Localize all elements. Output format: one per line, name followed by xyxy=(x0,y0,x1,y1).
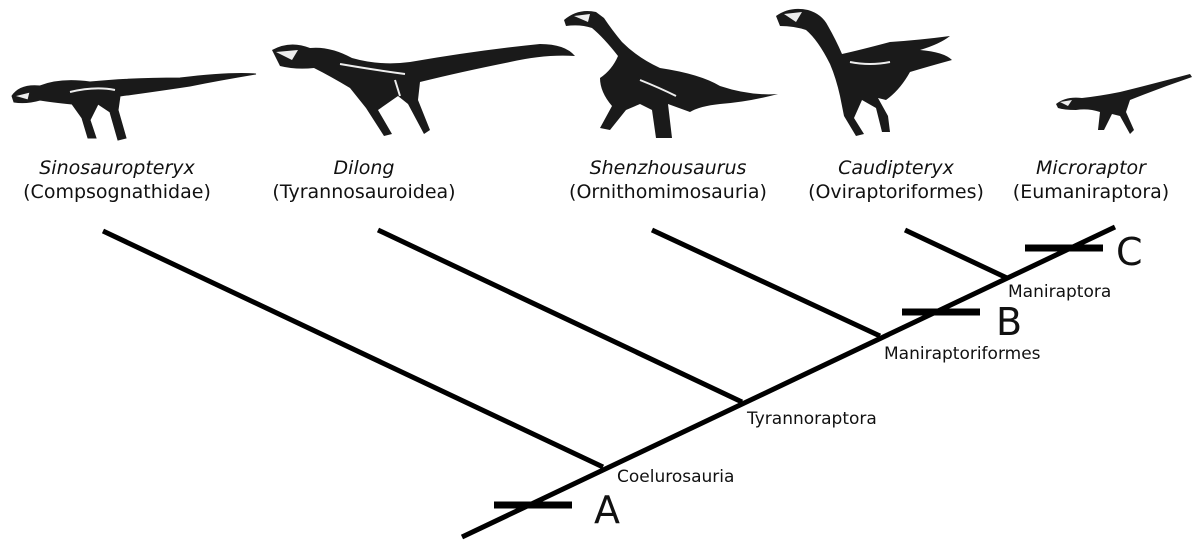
main-stem-line xyxy=(462,227,1115,537)
taxon-group: (Ornithomimosauria) xyxy=(548,180,788,204)
branch-caudipteryx xyxy=(905,230,1007,278)
taxon-group: (Compsognathidae) xyxy=(0,180,237,204)
taxon-group: (Tyrannosauroidea) xyxy=(244,180,484,204)
taxon-microraptor: Microraptor (Eumaniraptora) xyxy=(986,156,1196,204)
node-label-maniraptoriformes: Maniraptoriformes xyxy=(884,344,1041,364)
taxon-sinosauropteryx: Sinosauropteryx (Compsognathidae) xyxy=(0,156,237,204)
caudipteryx-silhouette xyxy=(776,9,952,136)
taxon-group: (Oviraptoriformes) xyxy=(776,180,1016,204)
taxon-dilong: Dilong (Tyrannosauroidea) xyxy=(244,156,484,204)
sinosauropteryx-silhouette xyxy=(12,74,256,141)
node-label-coelurosauria: Coelurosauria xyxy=(617,467,734,487)
marker-a-label: A xyxy=(594,490,620,530)
node-label-maniraptora: Maniraptora xyxy=(1008,282,1111,302)
taxon-genus: Shenzhousaurus xyxy=(548,156,788,180)
shenzhousaurus-silhouette xyxy=(564,11,778,138)
microraptor-silhouette xyxy=(1056,74,1192,134)
taxon-genus: Dilong xyxy=(244,156,484,180)
branch-shenzhousaurus xyxy=(652,230,880,336)
taxon-group: (Eumaniraptora) xyxy=(986,180,1196,204)
branch-sinosauropteryx xyxy=(103,231,603,467)
taxon-genus: Microraptor xyxy=(986,156,1196,180)
taxon-genus: Sinosauropteryx xyxy=(0,156,237,180)
marker-c-label: C xyxy=(1116,232,1143,272)
taxon-caudipteryx: Caudipteryx (Oviraptoriformes) xyxy=(776,156,1016,204)
marker-b-label: B xyxy=(996,302,1022,342)
taxon-genus: Caudipteryx xyxy=(776,156,1016,180)
dilong-silhouette xyxy=(272,44,575,136)
taxon-shenzhousaurus: Shenzhousaurus (Ornithomimosauria) xyxy=(548,156,788,204)
branch-dilong xyxy=(378,230,742,402)
node-label-tyrannoraptora: Tyrannoraptora xyxy=(747,409,877,429)
